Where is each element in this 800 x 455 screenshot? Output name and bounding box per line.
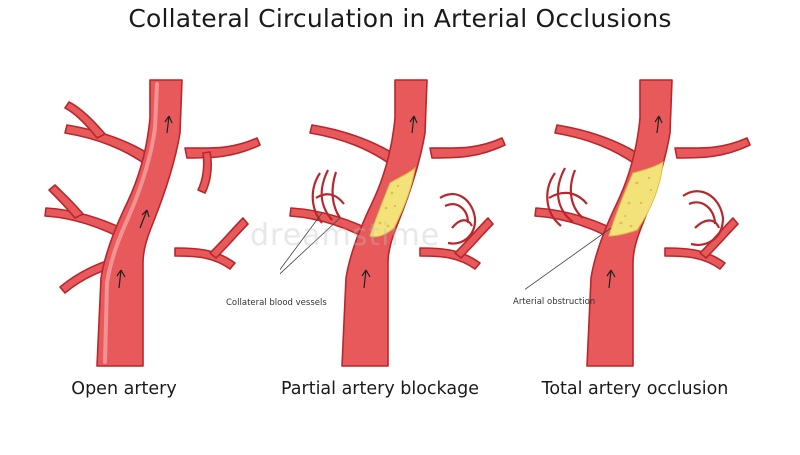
collateral-network-left (311, 169, 345, 224)
open-artery-illustration (44, 79, 261, 367)
partial-blockage-illustration (280, 79, 506, 367)
diagram-title: Collateral Circulation in Arterial Occlu… (128, 4, 672, 33)
annotation-collateral-blood-vessels: Collateral blood vessels (226, 298, 327, 308)
collateral-network-left (546, 167, 588, 227)
total-occlusion-illustration (525, 79, 751, 367)
main-artery (96, 79, 183, 367)
branch (209, 217, 249, 259)
panel-partial-blockage (280, 78, 530, 368)
caption-total-occlusion: Total artery occlusion (541, 379, 729, 399)
branch (197, 151, 212, 194)
collateral-network-right (439, 192, 477, 245)
collateral-network-right (682, 190, 725, 246)
branch (184, 137, 261, 159)
annotation-arterial-obstruction: Arterial obstruction (513, 297, 596, 307)
panel-total-occlusion (525, 78, 775, 368)
obstruction-leader-line (525, 227, 612, 290)
branch (64, 101, 106, 139)
panel-open-artery (35, 78, 285, 368)
plaque (369, 166, 416, 238)
branch (64, 124, 162, 171)
occlusion-plaque (608, 161, 664, 237)
branch (48, 184, 84, 219)
caption-open-artery: Open artery (71, 379, 177, 399)
branch (174, 247, 236, 270)
caption-partial-blockage: Partial artery blockage (281, 379, 479, 399)
collateral-leader-lines (280, 212, 341, 275)
